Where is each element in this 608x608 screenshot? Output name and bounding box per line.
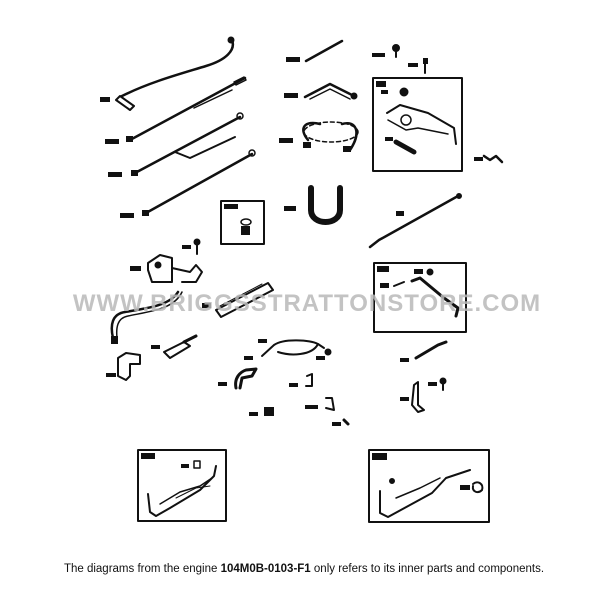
part-short-wire — [286, 39, 344, 63]
part-bent-wire — [284, 82, 358, 100]
part-tool — [400, 340, 448, 362]
part-nut — [249, 407, 274, 416]
inset-control-left — [137, 449, 227, 522]
part-ground-wire-3 — [120, 149, 256, 218]
part-ground-wire-2 — [108, 112, 244, 177]
part-small-clip — [289, 373, 313, 387]
part-muffler-tube — [202, 282, 274, 318]
part-wire-hook — [100, 36, 235, 111]
part-link-rod — [368, 193, 462, 249]
inset-bracket-kit — [372, 77, 463, 172]
part-l-bracket — [400, 381, 425, 413]
part-ground-wire-1 — [105, 76, 247, 144]
engine-model: 104M0B-0103-F1 — [220, 563, 311, 575]
part-screw-c — [182, 238, 201, 255]
part-retainer-a — [305, 397, 335, 411]
part-loop-harness — [279, 121, 359, 152]
part-screw-d — [428, 377, 447, 391]
part-bracket-clamp — [218, 367, 258, 390]
part-screw-b — [408, 58, 428, 74]
part-spark-plug — [151, 334, 198, 359]
part-spark-plug-boot — [106, 352, 141, 381]
watermark: WWW.BRIGGSSTRATTONSTORE.COM — [72, 290, 542, 317]
caption: The diagrams from the engine 104M0B-0103… — [0, 563, 608, 575]
part-screw-a — [372, 44, 400, 58]
part-ignition-armature — [130, 254, 203, 283]
caption-prefix: The diagrams from the engine — [63, 563, 221, 575]
inset-control-right — [368, 449, 490, 523]
part-bolt — [332, 418, 350, 426]
inset-small-part — [220, 200, 265, 245]
part-stop-cable — [244, 339, 332, 360]
part-spring-clip — [474, 154, 504, 164]
caption-suffix: only refers to its inner parts and compo… — [310, 563, 545, 575]
inset-lever — [373, 262, 467, 333]
part-u-boot — [284, 185, 343, 225]
part-spark-plug-lead — [110, 290, 183, 344]
